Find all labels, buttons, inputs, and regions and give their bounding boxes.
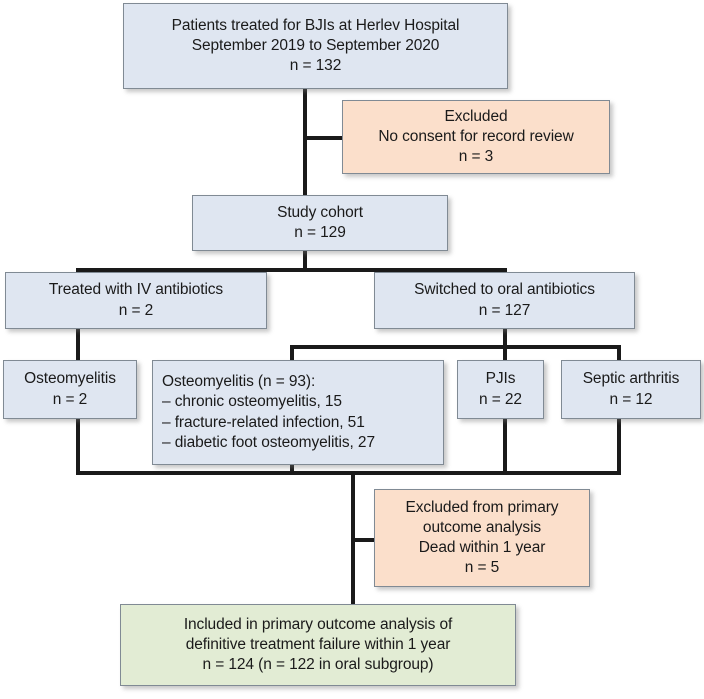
node-osteomyelitis-iv[interactable]: Osteomyelitis n = 2 — [3, 360, 137, 419]
connector-merge-bar — [76, 471, 621, 475]
connector-septic-arthritis-down — [617, 418, 621, 475]
connector-to-excluded-dead — [351, 538, 380, 542]
node-excluded-no-consent-line1: Excluded — [444, 107, 508, 125]
node-study-cohort-line1: Study cohort — [277, 203, 363, 221]
connector-pjis-down — [503, 418, 507, 475]
node-pjis-line1: PJIs — [485, 370, 516, 388]
node-included-primary-outcome-line2: definitive treatment failure within 1 ye… — [185, 635, 451, 653]
node-treated-iv-antibiotics-line1: Treated with IV antibiotics — [48, 281, 224, 299]
node-septic-arthritis-line1: Septic arthritis — [582, 370, 680, 388]
connector-to-osteomyelitis-oral — [290, 345, 294, 361]
node-treated-iv-antibiotics-line2: n = 2 — [118, 301, 154, 319]
node-osteomyelitis-oral-line1: Osteomyelitis (n = 93): — [162, 373, 316, 391]
node-switched-oral-antibiotics-line2: n = 127 — [478, 301, 531, 319]
node-osteomyelitis-iv-line1: Osteomyelitis — [24, 370, 116, 388]
node-osteomyelitis-oral-line2: – chronic osteomyelitis, 15 — [162, 393, 342, 411]
node-study-cohort[interactable]: Study cohort n = 129 — [192, 195, 448, 251]
node-excluded-dead-line3: Dead within 1 year — [418, 539, 546, 556]
node-excluded-dead-line1: Excluded from primary — [405, 498, 559, 516]
connector-to-septic-arthritis — [617, 345, 621, 361]
node-excluded-no-consent-line3: n = 3 — [458, 148, 494, 166]
node-included-primary-outcome[interactable]: Included in primary outcome analysis of … — [120, 604, 516, 686]
connector-oral-split-bar — [290, 345, 621, 349]
node-patients-enrolled[interactable]: Patients treated for BJIs at Herlev Hosp… — [123, 3, 508, 89]
node-osteomyelitis-oral-line3: – fracture-related infection, 51 — [162, 413, 365, 431]
node-switched-oral-antibiotics[interactable]: Switched to oral antibiotics n = 127 — [374, 272, 635, 329]
node-patients-enrolled-line2: September 2019 to September 2020 — [191, 36, 440, 54]
node-pjis-line2: n = 22 — [479, 390, 522, 408]
node-osteomyelitis-oral[interactable]: Osteomyelitis (n = 93): – chronic osteom… — [152, 360, 444, 465]
node-excluded-dead-line2: outcome analysis — [422, 518, 542, 536]
connector-to-pjis — [503, 345, 507, 361]
node-excluded-no-consent[interactable]: Excluded No consent for record review n … — [342, 100, 610, 174]
node-septic-arthritis-line2: n = 12 — [609, 390, 653, 408]
node-excluded-dead[interactable]: Excluded from primary outcome analysis D… — [374, 489, 590, 587]
node-switched-oral-antibiotics-line1: Switched to oral antibiotics — [414, 281, 595, 299]
node-patients-enrolled-line1: Patients treated for BJIs at Herlev Hosp… — [171, 16, 460, 34]
connector-osteomyelitis-oral-down — [290, 464, 294, 475]
node-septic-arthritis[interactable]: Septic arthritis n = 12 — [561, 360, 701, 419]
node-osteomyelitis-oral-line4: – diabetic foot osteomyelitis, 27 — [162, 433, 375, 451]
node-included-primary-outcome-line1: Included in primary outcome analysis of — [183, 615, 453, 633]
connector-enrolled-to-cohort — [303, 88, 307, 196]
node-treated-iv-antibiotics[interactable]: Treated with IV antibiotics n = 2 — [5, 272, 267, 329]
connector-osteomyelitis-iv-down — [76, 418, 80, 475]
node-patients-enrolled-line3: n = 132 — [289, 57, 342, 75]
connector-cohort-down — [303, 250, 307, 272]
node-osteomyelitis-iv-line2: n = 2 — [52, 390, 88, 408]
node-excluded-dead-line4: n = 5 — [464, 559, 500, 577]
connector-cohort-split-bar — [76, 268, 507, 272]
node-pjis[interactable]: PJIs n = 22 — [457, 360, 544, 419]
connector-oral-down — [503, 328, 507, 348]
node-excluded-no-consent-line2: No consent for record review — [378, 127, 574, 145]
node-included-primary-outcome-line3: n = 124 (n = 122 in oral subgroup) — [202, 656, 434, 674]
node-study-cohort-line2: n = 129 — [294, 224, 346, 241]
connector-iv-to-osteomyelitis — [76, 328, 80, 361]
connector-cohort-to-excluded-consent — [303, 136, 343, 140]
